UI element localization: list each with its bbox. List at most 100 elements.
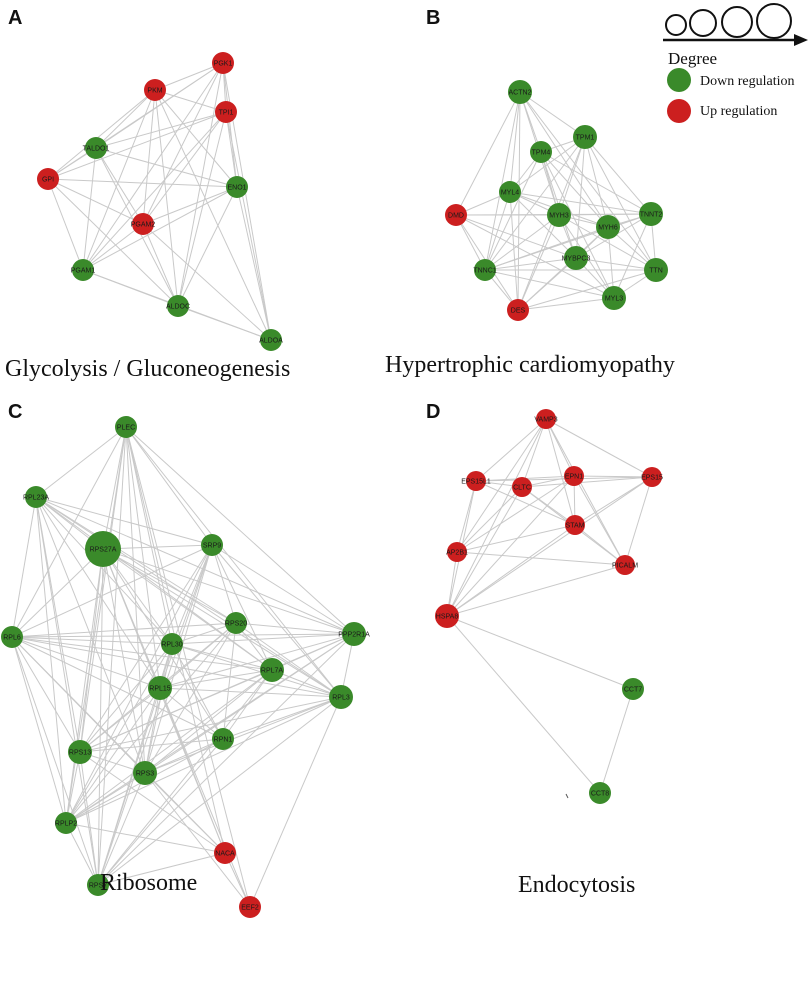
edge-rpl3-eef2 — [249, 696, 342, 908]
edge-rpl6-rpl7a — [11, 636, 273, 671]
node-rpl23a: RPL23A — [23, 486, 49, 508]
legend-degree-label: Degree — [668, 49, 717, 68]
edge-rpl3-rplp2 — [65, 696, 342, 824]
edge-rps13-rplp2 — [65, 751, 81, 824]
edge-vamp3-eps15 — [545, 418, 653, 478]
edge-rps27a-rps3 — [102, 548, 146, 774]
node-circle-ap2b1 — [447, 542, 467, 562]
node-label-rpl23a: RPL23A — [23, 495, 49, 502]
edge-dmd-mybpc3 — [455, 214, 577, 259]
edge-rps27a-rpl7a — [102, 548, 273, 671]
node-label-rps7: RPS7 — [89, 883, 107, 890]
node-circle-rpn1 — [212, 728, 234, 750]
panel-letter-c: C — [8, 401, 22, 423]
node-label-pkm: PKM — [147, 88, 162, 95]
edge-pkm-tpi1 — [154, 89, 227, 113]
node-circle-aldoc — [167, 295, 189, 317]
edge-picalm-hspa8 — [446, 564, 626, 617]
node-label-rpn1: RPN1 — [214, 737, 233, 744]
degree-circle-4 — [756, 3, 792, 39]
edge-mybpc3-tnnc1 — [484, 257, 577, 271]
edge-myl4-mybpc3 — [509, 191, 577, 259]
edge-rplp2-rps7 — [65, 822, 99, 886]
node-label-plec: PLEC — [117, 425, 135, 432]
edge-mybpc3-des — [517, 257, 577, 311]
degree-circle-2 — [689, 9, 717, 37]
legend: Degree Down regulation Up regulation — [663, 3, 808, 123]
node-myl3: MYL3 — [602, 286, 626, 310]
edge-rps20-rps3 — [144, 622, 237, 774]
edge-tpi1-aldoc — [177, 111, 227, 307]
edge-rps27a-rps13 — [79, 548, 104, 753]
edge-ppp2r1a-rpl6 — [11, 633, 355, 638]
edge-myh3-ttn — [558, 214, 657, 271]
edge-rpl7a-rpl3 — [271, 669, 342, 698]
edge-rpl30-rpl3 — [171, 643, 342, 698]
edge-myl4-tnnt2 — [509, 191, 652, 215]
node-label-eef2: EEF2 — [241, 905, 259, 912]
edge-stam-hspa8 — [446, 524, 576, 617]
node-circle-myh3 — [547, 203, 571, 227]
edge-rpl23a-rps7 — [35, 496, 99, 886]
edge-cct7-cct8 — [599, 688, 634, 794]
node-circle-tpm1 — [573, 125, 597, 149]
edge-tpi1-pgam2 — [142, 111, 227, 225]
node-label-myh3: MYH3 — [549, 213, 569, 220]
node-label-tnnc1: TNNC1 — [473, 268, 496, 275]
node-tpm4: TPM4 — [530, 141, 552, 163]
node-label-eps15: EPS15 — [641, 475, 663, 482]
node-circle-rplp2 — [55, 812, 77, 834]
edge-srp9-rpl6 — [11, 544, 213, 638]
node-circle-actn2 — [508, 80, 532, 104]
edge-rpl3-rps7 — [97, 696, 342, 886]
node-circle-dmd — [445, 204, 467, 226]
edge-plec-rps7 — [97, 426, 127, 886]
edge-rpl7a-rps7 — [97, 669, 273, 886]
node-circle-pgk1 — [212, 52, 234, 74]
node-rps3: RPS3 — [133, 761, 157, 785]
edge-aldoc-aldoa — [177, 305, 272, 341]
node-label-epn1: EPN1 — [565, 474, 583, 481]
degree-circle-1 — [665, 14, 687, 36]
node-rpl6: RPL6 — [1, 626, 23, 648]
node-rps20: RPS20 — [225, 612, 247, 634]
node-pgam2: PGAM2 — [131, 213, 155, 235]
node-rpl30: RPL30 — [161, 633, 183, 655]
edge-rpn1-rps7 — [97, 738, 224, 886]
node-vamp3: VAMP3 — [534, 409, 558, 429]
edge-rpl15-rplp2 — [65, 687, 161, 824]
edge-plec-eef2 — [125, 426, 251, 908]
edge-rpl3-rps3 — [144, 696, 342, 774]
node-circle-rpl6 — [1, 626, 23, 648]
node-plec: PLEC — [115, 416, 137, 438]
panel-title-d: Endocytosis — [518, 872, 635, 898]
node-circle-aldoa — [260, 329, 282, 351]
node-circle-rps13 — [68, 740, 92, 764]
edge-tpi1-pgam1 — [82, 111, 227, 271]
edge-rpl15-rps3 — [144, 687, 161, 774]
degree-size-scale — [663, 3, 808, 46]
edge-plec-rpl30 — [125, 426, 173, 645]
edge-gpi-pgam1 — [47, 178, 84, 271]
edge-rpn1-rps3 — [144, 738, 224, 774]
node-actn2: ACTN2 — [508, 80, 532, 104]
edge-rpl15-naca — [159, 687, 226, 854]
node-circle-gpi — [37, 168, 59, 190]
edge-rpl15-rpl3 — [159, 687, 342, 698]
node-circle-tpi1 — [215, 101, 237, 123]
edge-vamp3-picalm — [545, 418, 626, 566]
edge-mybpc3-ttn — [575, 257, 657, 271]
edge-rpl6-rplp2 — [11, 636, 67, 824]
edge-ap2b1-picalm — [456, 551, 626, 566]
edge-eps15-hspa8 — [446, 476, 653, 617]
node-circle-des — [507, 299, 529, 321]
edge-tpm1-ttn — [584, 136, 657, 271]
edge-tnnt2-tnnc1 — [484, 213, 652, 271]
node-circle-pgam2 — [132, 213, 154, 235]
panel-letter-a: A — [8, 7, 22, 29]
node-label-rps27a: RPS27A — [90, 547, 117, 554]
edge-tpi1-gpi — [47, 111, 227, 180]
edge-rpl30-rpl7a — [171, 643, 273, 671]
node-cct7: CCT7 — [622, 678, 644, 700]
